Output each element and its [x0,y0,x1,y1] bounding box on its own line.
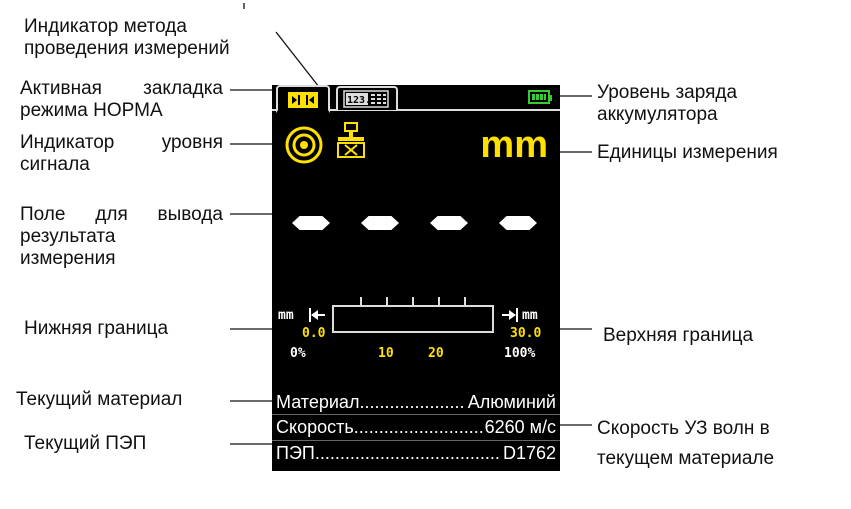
row-divider [272,414,560,415]
signal-level-icon [285,126,323,164]
scale-tick [438,297,440,305]
label-line: измерения [20,248,116,269]
thru-mode-icon [288,92,318,108]
scale-label-10: 10 [378,346,394,361]
label-method-indicator: Индикатор метода проведения измерений [24,16,230,60]
label-lower-bound: Нижняя граница [24,318,169,339]
label-line: проведения измерений [24,38,230,59]
label-battery-level: Уровень заряда аккумулятора [597,82,737,126]
tab-table-mode[interactable]: 123.0 [336,86,398,110]
material-value: Алюминий [465,391,556,413]
info-label: Скорость [276,417,354,437]
info-label: Материал [276,392,360,412]
label-current-probe: Текущий ПЭП [24,433,147,454]
tab-bar-line [272,109,560,111]
label-line: Активная закладка [20,78,223,99]
probe-value: D1762 [500,442,556,464]
label-line: Уровень заряда [597,82,738,103]
row-divider [272,440,560,441]
label-line: Индикатор уровня [20,132,223,153]
table-mode-icon: 123.0 [343,90,389,108]
label-active-tab: Активная закладка режима НОРМА [20,78,223,122]
lower-bound-value: 0.0 [302,326,326,341]
label-current-material: Текущий материал [16,389,183,410]
label-result-field: Поле для вывода результата измерения [20,204,223,270]
label-line: текущем материале [597,448,775,469]
device-screen: 123.0 mm [272,85,560,471]
label-line: аккумулятора [597,104,718,125]
scale-tick [360,297,362,305]
scale-tick [464,297,466,305]
arrow-right-bound-icon [502,308,518,322]
speed-row[interactable]: Скорость................................… [276,416,556,438]
scale-label-100: 100% [504,346,536,361]
label-line: Поле для вывода [20,204,223,225]
scale-left-unit: mm [278,308,294,323]
probe-row[interactable]: ПЭП.....................................… [276,442,556,464]
scale-right-unit: mm [522,308,538,323]
units-display: mm [480,124,548,166]
result-placeholder [292,216,330,230]
scale-bar [332,305,494,333]
material-row[interactable]: Материал................................… [276,391,556,413]
battery-icon [528,90,552,104]
result-placeholder [499,216,537,230]
probe-method-icon [337,122,365,158]
scale-label-0: 0% [290,346,306,361]
arrow-left-bound-icon [309,308,325,322]
scale-tick [412,297,414,305]
scale-tick [386,297,388,305]
result-placeholder [361,216,399,230]
tab-label: 123.0 [347,95,377,106]
label-upper-bound: Верхняя граница [603,325,754,346]
result-placeholder [430,216,468,230]
label-sound-speed: Скорость УЗ волн в текущем материале [597,414,774,474]
label-line: сигнала [20,154,90,175]
label-line: режима НОРМА [20,100,163,121]
scale-label-20: 20 [428,346,444,361]
upper-bound-value: 30.0 [510,326,542,341]
info-label: ПЭП [276,443,315,463]
label-line: результата [20,226,116,247]
label-signal-indicator: Индикатор уровня сигнала [20,132,223,176]
label-line: Индикатор метода [24,16,187,37]
label-units: Единицы измерения [597,142,778,163]
label-line: Скорость УЗ волн в [597,418,770,439]
speed-value: 6260 м/с [482,416,556,438]
tab-norma-mode[interactable] [276,85,330,113]
